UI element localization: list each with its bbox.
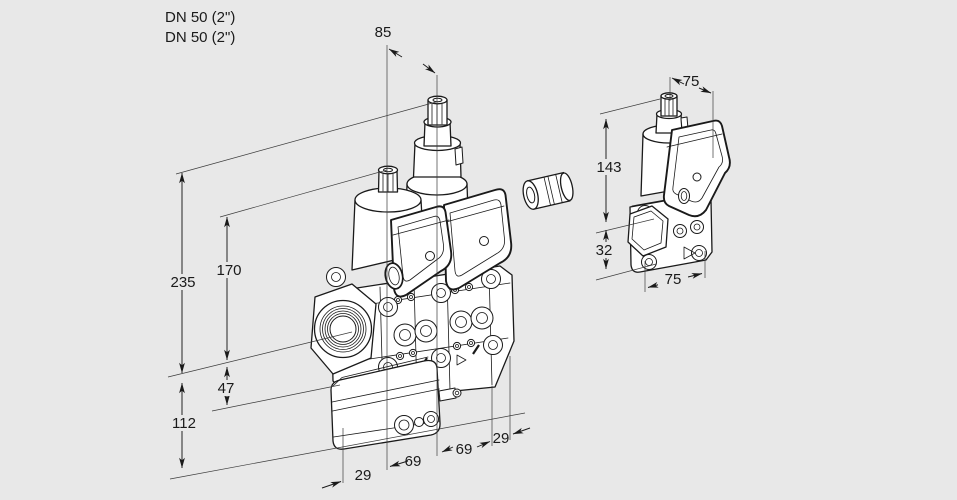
bottom-unit (330, 356, 462, 450)
side-valve-drawing (627, 92, 731, 273)
right-actuator-cover (443, 188, 513, 291)
dim-235-label: 235 (170, 274, 195, 291)
dim-85-label: 85 (375, 24, 392, 41)
dim-29-left-label: 29 (355, 467, 372, 484)
dim-47-label: 47 (218, 380, 235, 397)
dn-label-1: DN 50 (2") (165, 9, 235, 26)
side-connector-stub (438, 387, 457, 402)
side-hex-port (627, 205, 669, 257)
conduit-hole (384, 262, 404, 290)
threaded-port (310, 283, 377, 375)
valve-seats (393, 306, 494, 347)
extension-lines (167, 45, 714, 483)
dim-170-label: 170 (216, 262, 241, 279)
left-actuator-cover (390, 205, 453, 298)
dn-label-2: DN 50 (2") (165, 29, 235, 46)
dim-143-label: 143 (596, 159, 621, 176)
dim-75-top-label: 75 (683, 73, 700, 90)
dimension-labels: DN 50 (2") DN 50 (2") 85 235 170 47 112 … (165, 9, 699, 484)
side-actuator-cover (662, 119, 731, 218)
dim-32-label: 32 (596, 242, 613, 259)
main-valve-drawing (310, 95, 515, 450)
dim-112-label: 112 (172, 415, 196, 432)
side-flow-arrow-icon (683, 246, 696, 260)
dim-69-left-label: 69 (405, 453, 422, 470)
body-screws (393, 282, 476, 361)
cable-gland-drawing (522, 171, 574, 210)
dim-69-right-label: 69 (456, 441, 473, 458)
dim-29-right-label: 29 (493, 430, 510, 447)
dim-75-bottom-label: 75 (665, 271, 682, 288)
